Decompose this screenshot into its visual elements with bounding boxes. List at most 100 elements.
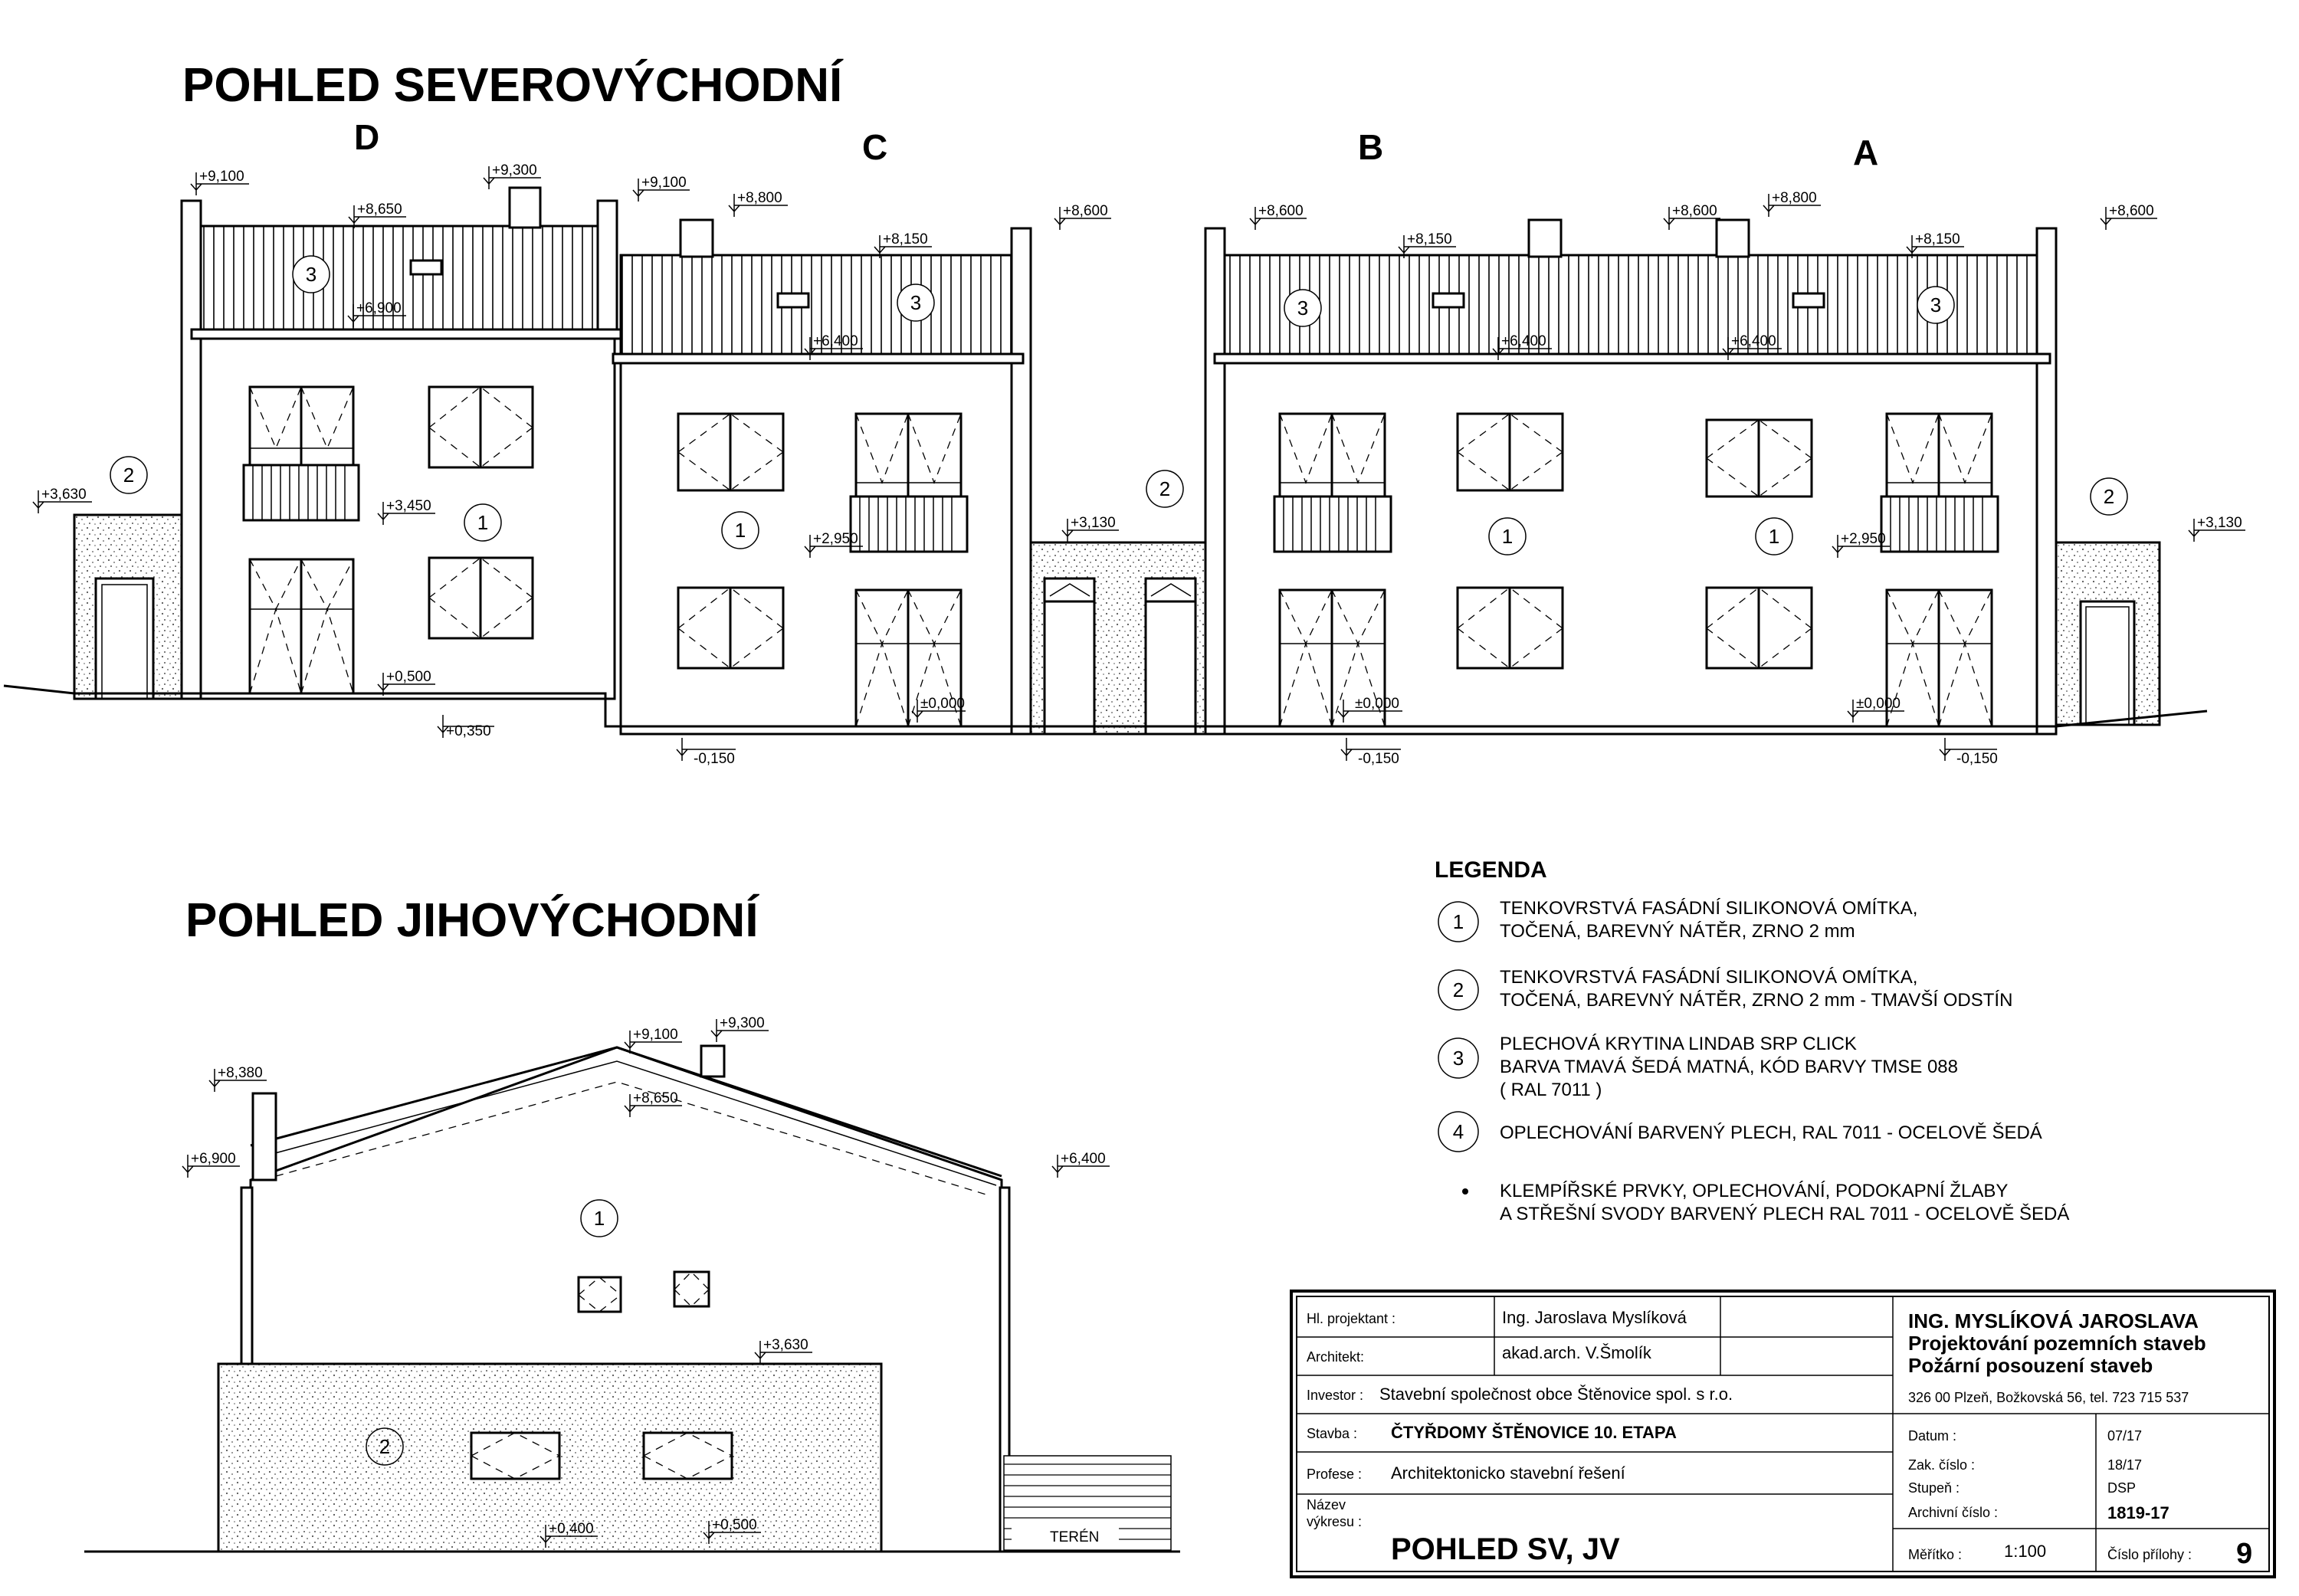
marker-3: 3 — [306, 263, 316, 286]
marker-2: 2 — [379, 1435, 390, 1458]
level-marks-ne — [32, 166, 2245, 761]
chimney-top — [700, 1044, 726, 1078]
legend-heading: LEGENDA — [1435, 857, 1547, 883]
legend-item-2-line-2: TOČENÁ, BAREVNÝ NÁTĚR, ZRNO 2 mm - TMAVŠ… — [1500, 989, 2012, 1011]
legend-marker: 1 — [1453, 910, 1464, 933]
house-c-chimney — [679, 218, 714, 258]
terrain-label: TERÉN — [1050, 1529, 1099, 1545]
house-a-end-wall — [2035, 227, 2058, 736]
level-label: +8,600 — [1672, 203, 1717, 219]
house-c-roof — [619, 254, 1021, 364]
level-label: +8,600 — [1258, 203, 1304, 219]
house-d-eaves — [190, 328, 622, 340]
marker-2: 2 — [1159, 477, 1170, 500]
tb-datum-value: 07/17 — [2107, 1428, 2142, 1444]
house-a-chimney — [1715, 218, 1750, 258]
house-c-eaves — [612, 352, 1025, 365]
level-label: +8,380 — [218, 1065, 263, 1081]
house-b-end-wall — [1204, 227, 1226, 736]
level-label: +3,130 — [2197, 515, 2242, 531]
level-label: +6,900 — [356, 300, 402, 316]
level-label: +2,950 — [813, 531, 858, 547]
unit-label-d: D — [354, 117, 379, 157]
house-b-windows — [1273, 412, 1564, 728]
level-label: +8,600 — [2109, 203, 2154, 219]
house-d-chimney — [508, 186, 542, 229]
level-label: +9,300 — [720, 1015, 765, 1031]
marker-3: 3 — [1930, 293, 1941, 316]
level-label: -0,150 — [1358, 751, 1399, 767]
level-label: +6,400 — [1731, 333, 1776, 349]
legend-marker: 3 — [1453, 1047, 1464, 1070]
marker-1: 1 — [1502, 525, 1513, 548]
terrain-line — [3, 684, 2208, 728]
south-east-elevation: TERÉN 1 2 +9,100 +9,300 +8,650 +8,380 +6… — [84, 1015, 1180, 1553]
house-ba-roof — [1223, 254, 2038, 364]
tb-cislo-label: Číslo přílohy : — [2107, 1546, 2192, 1562]
tb-meritko-value: 1:100 — [2004, 1542, 2046, 1561]
north-east-elevation: 2 3 1 3 1 2 3 1 1 3 2 — [3, 162, 2245, 767]
tb-zak-label: Zak. číslo : — [1908, 1457, 1975, 1473]
marker-1: 1 — [735, 519, 746, 542]
tb-company-address: 326 00 Plzeň, Božkovská 56, tel. 723 715… — [1908, 1390, 2189, 1405]
tb-zak-value: 18/17 — [2107, 1457, 2142, 1473]
tb-datum-label: Datum : — [1908, 1428, 1956, 1444]
level-label: +8,600 — [1063, 203, 1108, 219]
house-c-end-wall — [1010, 227, 1032, 736]
level-marks-se — [182, 1019, 1110, 1548]
level-label: +3,130 — [1071, 515, 1116, 531]
legend-item-3-line-3: ( RAL 7011 ) — [1500, 1080, 1602, 1100]
tb-company-3: Požární posouzení staveb — [1908, 1354, 2153, 1377]
tb-cislo-value: 9 — [2236, 1538, 2252, 1570]
tb-investor-label: Investor : — [1307, 1388, 1363, 1403]
tb-company-2: Projektování pozemních staveb — [1908, 1332, 2206, 1355]
title-block: Hl. projektant : Ing. Jaroslava Myslíkov… — [1290, 1290, 2276, 1578]
house-a-windows — [1705, 412, 1999, 728]
level-label: +3,630 — [763, 1337, 808, 1353]
unit-label-a: A — [1853, 133, 1878, 172]
tb-nazev-label-1: Název — [1307, 1497, 1346, 1512]
level-label: +8,650 — [633, 1090, 678, 1106]
tb-profese-label: Profese : — [1307, 1467, 1362, 1482]
tb-archivni-value: 1819-17 — [2107, 1503, 2169, 1522]
tb-architekt-value: akad.arch. V.Šmolík — [1502, 1343, 1652, 1362]
level-label: ±0,000 — [1856, 696, 1901, 712]
marker-2: 2 — [123, 464, 134, 487]
legend: LEGENDA 1 TENKOVRSTVÁ FASÁDNÍ SILIKONOVÁ… — [1435, 857, 2069, 1224]
level-label: -0,150 — [694, 751, 735, 767]
level-label: +8,150 — [1915, 231, 1960, 247]
level-label: +6,400 — [1061, 1151, 1106, 1167]
level-label: +8,800 — [737, 190, 782, 206]
title-south-east: POHLED JIHOVÝCHODNÍ — [185, 894, 759, 947]
legend-item-3-line-2: BARVA TMAVÁ ŠEDÁ MATNÁ, KÓD BARVY TMSE 0… — [1500, 1056, 1958, 1077]
level-label: +8,150 — [1407, 231, 1452, 247]
tb-hl-projektant-label: Hl. projektant : — [1307, 1311, 1395, 1326]
tb-meritko-label: Měřítko : — [1908, 1547, 1962, 1562]
level-label: ±0,000 — [920, 696, 965, 712]
level-label: +6,900 — [191, 1151, 236, 1167]
legend-marker: 4 — [1453, 1120, 1464, 1143]
tb-archivni-label: Archivní číslo : — [1908, 1505, 1998, 1520]
legend-item-2-line-1: TENKOVRSTVÁ FASÁDNÍ SILIKONOVÁ OMÍTKA, — [1500, 967, 1917, 988]
level-label: +6,400 — [1501, 333, 1546, 349]
tb-profese-value: Architektonicko stavební řešení — [1391, 1463, 1625, 1483]
legend-item-1-line-2: TOČENÁ, BAREVNÝ NÁTĚR, ZRNO 2 mm — [1500, 920, 1855, 942]
legend-bullet-line-2: A STŘEŠNÍ SVODY BARVENÝ PLECH RAL 7011 -… — [1500, 1203, 2069, 1224]
level-label: +3,630 — [41, 487, 87, 503]
level-label: -0,150 — [1956, 751, 1998, 767]
level-label: +8,800 — [1772, 190, 1817, 206]
tb-investor-value: Stavební společnost obce Štěnovice spol.… — [1379, 1385, 1733, 1404]
tb-stavba-value: ČTYŘDOMY ŠTĚNOVICE 10. ETAPA — [1391, 1423, 1677, 1442]
annex-door-d — [94, 577, 155, 700]
legend-bullet-line-1: KLEMPÍŘSKÉ PRVKY, OPLECHOVÁNÍ, PODOKAPNÍ… — [1500, 1181, 2008, 1201]
level-label: +8,150 — [883, 231, 928, 247]
level-label: +0,350 — [446, 723, 491, 739]
unit-label-c: C — [862, 127, 887, 167]
level-label: +0,400 — [549, 1521, 594, 1537]
marker-2: 2 — [2104, 485, 2114, 508]
level-label: +6,400 — [813, 333, 858, 349]
marker-1: 1 — [594, 1207, 605, 1230]
house-d-windows — [242, 385, 534, 695]
level-label: +3,450 — [386, 498, 431, 514]
